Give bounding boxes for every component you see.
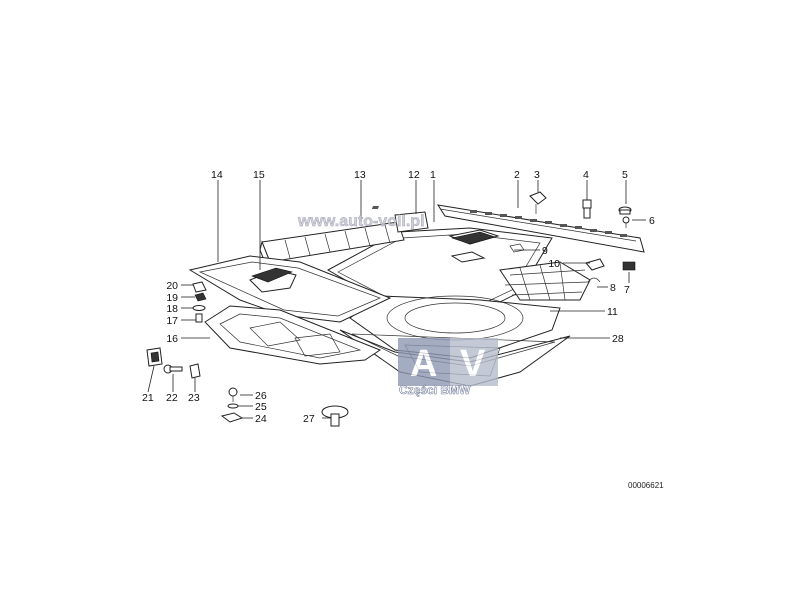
- screw-6: [622, 216, 630, 228]
- callout-5: 5: [622, 169, 628, 181]
- clip-10: [585, 258, 605, 271]
- bolt-22: [163, 364, 183, 374]
- callout-22: 22: [166, 392, 178, 404]
- callout-14: 14: [211, 169, 223, 181]
- watermark: www.auto-voll.pl A V Części BMW: [297, 213, 498, 397]
- washer-25: [227, 403, 239, 409]
- callout-11: 11: [607, 306, 618, 318]
- clip-3: [529, 191, 547, 214]
- screw-26: [228, 387, 238, 402]
- callout-12: 12: [408, 169, 420, 181]
- watermark-badge: A V: [398, 338, 498, 386]
- callout-1: 1: [430, 169, 436, 181]
- cargo-net: [499, 261, 601, 301]
- callout-16: 16: [166, 333, 178, 345]
- watermark-url: www.auto-voll.pl: [297, 213, 425, 230]
- clip-20: [192, 281, 207, 293]
- underfloor-tray: [204, 305, 382, 365]
- callout-25: 25: [255, 401, 267, 413]
- callout-4: 4: [583, 169, 589, 181]
- rear-trim-panel: [371, 204, 645, 253]
- callout-23: 23: [188, 392, 200, 404]
- left-floor-panel: [188, 255, 392, 323]
- callout-24: 24: [255, 413, 267, 425]
- watermark-badge-right: V: [460, 343, 486, 385]
- callout-7: 7: [624, 284, 630, 296]
- watermark-badge-left: A: [410, 343, 437, 385]
- clip-23: [189, 363, 201, 379]
- callout-8: 8: [610, 282, 616, 294]
- callout-9: 9: [542, 245, 548, 257]
- callout-27: 27: [303, 413, 315, 425]
- reference-code: 00006621: [628, 481, 664, 490]
- screw-4: [582, 199, 592, 219]
- bolt-17: [195, 313, 203, 323]
- washer-18: [192, 305, 206, 311]
- callout-21: 21: [142, 392, 154, 404]
- callout-15: 15: [253, 169, 265, 181]
- callout-20: 20: [166, 280, 178, 292]
- watermark-caption: Części BMW: [399, 383, 471, 397]
- clip-7: [622, 261, 636, 271]
- nut-19: [194, 292, 207, 302]
- callout-28: 28: [612, 333, 624, 345]
- callout-19: 19: [166, 292, 178, 304]
- callout-10: 10: [548, 258, 560, 270]
- callout-13: 13: [354, 169, 366, 181]
- handle: [448, 229, 525, 263]
- leader-lines: [147, 180, 646, 419]
- knob-27: [321, 405, 349, 427]
- callout-6: 6: [649, 215, 655, 227]
- callout-numbers: 1 2 3 4 5 6 7 8 9 10 11 12 13 14 15 16 1…: [142, 169, 655, 425]
- callout-3: 3: [534, 169, 540, 181]
- callout-18: 18: [166, 303, 178, 315]
- plate-21: [146, 347, 163, 367]
- callout-26: 26: [255, 390, 267, 402]
- storage-compartment: [259, 211, 429, 272]
- bracket-24: [220, 412, 244, 423]
- callout-17: 17: [166, 315, 178, 327]
- cap-5: [618, 206, 632, 215]
- cover-flap: [249, 267, 297, 293]
- callout-2: 2: [514, 169, 520, 181]
